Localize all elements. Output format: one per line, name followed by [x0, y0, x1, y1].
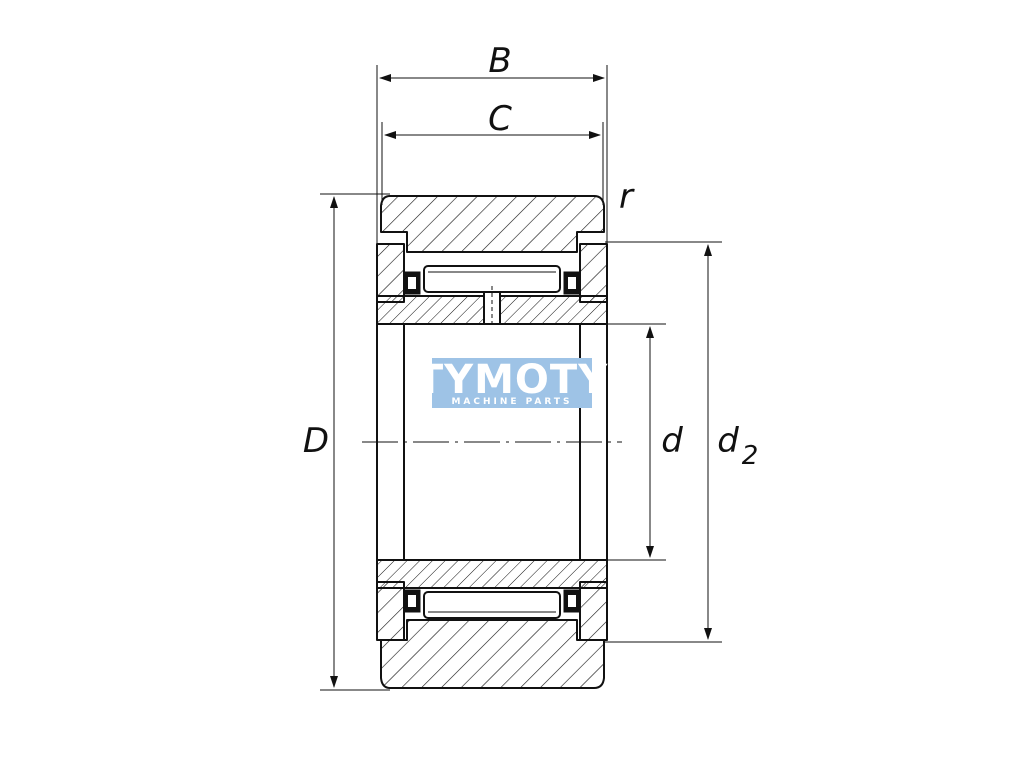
- outer-ring-bottom: [380, 619, 605, 689]
- dimension-lines: [330, 74, 712, 688]
- label-B: B: [488, 41, 511, 81]
- outer-ring-top: [380, 195, 605, 253]
- watermark-title: TYMOTY: [416, 357, 608, 403]
- label-d2: d: [717, 421, 739, 461]
- side-washer-bottom-right: [579, 581, 608, 641]
- inner-ring-bottom: [376, 559, 608, 589]
- seal-insert-top-right: [566, 275, 578, 291]
- side-washer-top-right: [579, 243, 608, 303]
- seal-insert-bottom-left: [406, 593, 418, 609]
- needle-roller-bottom: [423, 591, 561, 619]
- label-D: D: [303, 421, 329, 461]
- seal-insert-bottom-right: [566, 593, 578, 609]
- watermark-background: [432, 358, 592, 408]
- label-C: C: [488, 99, 512, 139]
- side-washer-top-left: [376, 243, 405, 303]
- seal-insert-top-left: [406, 275, 418, 291]
- extension-lines: [320, 65, 722, 691]
- label-d2-subscript: 2: [742, 441, 759, 471]
- label-d: d: [661, 421, 683, 461]
- side-washer-bottom-left: [376, 581, 405, 641]
- watermark-subtitle: MACHINE PARTS: [451, 397, 572, 407]
- label-r: r: [619, 177, 635, 217]
- watermark-logo: TYMOTY MACHINE PARTS: [416, 357, 608, 408]
